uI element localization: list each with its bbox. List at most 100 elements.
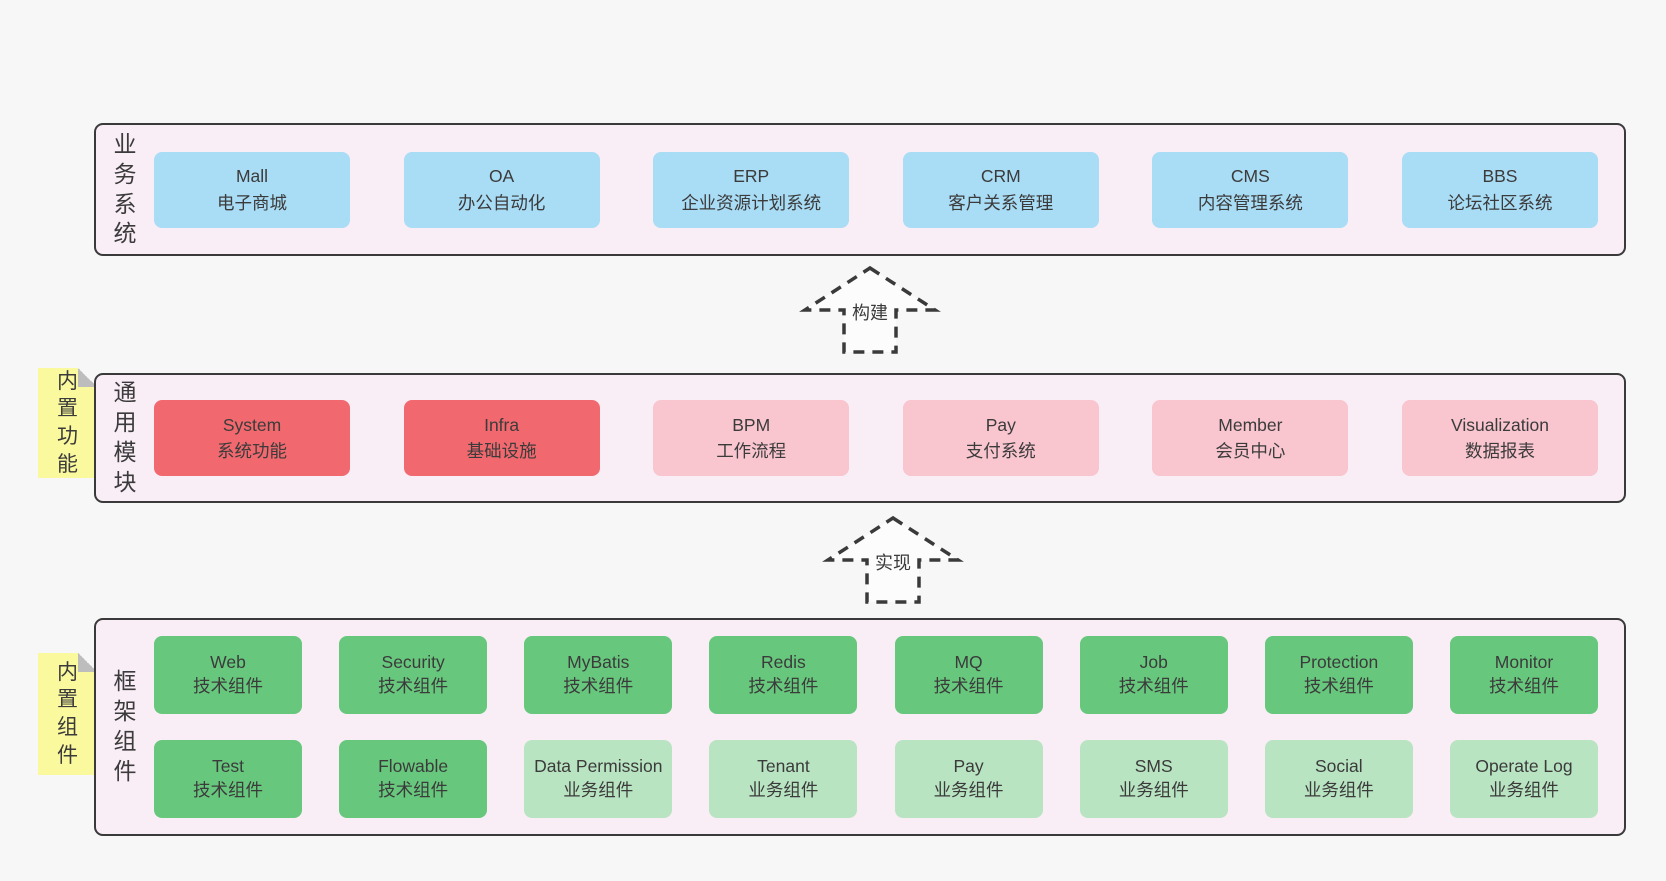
box-system: System 系统功能 — [154, 400, 350, 476]
box-oa: OA 办公自动化 — [403, 151, 600, 228]
box-mq: MQ 技术组件 — [894, 636, 1043, 714]
box-subtitle: 技术组件 — [748, 676, 819, 696]
box-subtitle: 技术组件 — [1118, 676, 1189, 696]
box-social: Social 业务组件 — [1264, 740, 1413, 818]
box-title: System — [222, 414, 282, 435]
box-pay: Pay 支付系统 — [902, 400, 1099, 476]
box-title: Test — [211, 756, 245, 777]
build-arrow: 构建 — [795, 264, 945, 356]
box-title: Mall — [235, 166, 269, 187]
box-subtitle: 技术组件 — [933, 676, 1004, 696]
box-title: Flowable — [378, 756, 449, 777]
box-mall: Mall 电子商城 — [154, 151, 350, 228]
folded-corner-icon — [78, 368, 97, 387]
box-subtitle: 工作流程 — [716, 441, 787, 461]
box-subtitle: 技术组件 — [378, 780, 449, 800]
box-subtitle: 内容管理系统 — [1197, 192, 1303, 213]
box-subtitle: 客户关系管理 — [948, 192, 1054, 213]
framework-components-boxes: Web 技术组件 Security 技术组件 MyBatis 技术组件 Redi… — [154, 620, 1624, 834]
box-title: Operate Log — [1475, 756, 1573, 777]
box-title: CMS — [1230, 166, 1270, 187]
box-subtitle: 技术组件 — [563, 676, 634, 696]
sticky-note-text: 内置功能 — [56, 369, 78, 476]
box-title: Social — [1315, 756, 1363, 777]
box-tenant: Tenant 业务组件 — [709, 740, 858, 818]
box-subtitle: 支付系统 — [965, 441, 1036, 461]
box-title: ERP — [733, 166, 770, 187]
box-title: CRM — [980, 166, 1021, 187]
box-redis: Redis 技术组件 — [709, 636, 858, 714]
business-systems-boxes: Mall 电子商城 OA 办公自动化 ERP 企业资源计划系统 CRM 客户关系… — [154, 125, 1624, 254]
box-visualization: Visualization 数据报表 — [1401, 400, 1598, 476]
band-label-text: 框架组件 — [113, 668, 137, 784]
box-title: Infra — [484, 414, 520, 435]
box-title: Visualization — [1451, 414, 1549, 435]
box-bpm: BPM 工作流程 — [653, 400, 850, 476]
box-infra: Infra 基础设施 — [403, 400, 600, 476]
box-title: OA — [488, 166, 515, 187]
framework-row-2: Test 技术组件 Flowable 技术组件 Data Permission … — [154, 740, 1598, 818]
box-title: Security — [381, 652, 445, 673]
box-title: Data Permission — [534, 756, 663, 777]
sticky-note-text: 内置组件 — [56, 660, 78, 767]
box-title: BBS — [1482, 166, 1518, 187]
box-title: MQ — [954, 652, 983, 673]
sticky-note-builtin-components: 内置组件 — [38, 653, 97, 775]
box-title: Monitor — [1494, 652, 1554, 673]
box-erp: ERP 企业资源计划系统 — [653, 151, 850, 228]
box-subtitle: 业务组件 — [748, 780, 819, 800]
box-subtitle: 论坛社区系统 — [1447, 192, 1553, 213]
box-subtitle: 技术组件 — [193, 780, 263, 800]
box-subtitle: 技术组件 — [1488, 676, 1559, 696]
band-business-systems: 业务系统 Mall 电子商城 OA 办公自动化 ERP 企业资源计划系统 CRM… — [94, 123, 1626, 256]
common-modules-boxes: System 系统功能 Infra 基础设施 BPM 工作流程 Pay 支付系统… — [154, 375, 1624, 501]
band-label-framework-components: 框架组件 — [96, 620, 154, 834]
box-title: Redis — [761, 652, 806, 673]
box-subtitle: 基础设施 — [466, 441, 537, 461]
box-operate-log: Operate Log 业务组件 — [1449, 740, 1598, 818]
box-mybatis: MyBatis 技术组件 — [524, 636, 673, 714]
arrow-label-bg — [848, 300, 892, 326]
box-test: Test 技术组件 — [154, 740, 302, 818]
box-title: Member — [1218, 414, 1283, 435]
box-sms: SMS 业务组件 — [1079, 740, 1228, 818]
box-subtitle: 办公自动化 — [457, 192, 546, 213]
folded-corner-icon — [78, 653, 97, 672]
box-monitor: Monitor 技术组件 — [1449, 636, 1598, 714]
box-member: Member 会员中心 — [1152, 400, 1349, 476]
up-arrow-icon: 实现 — [822, 515, 964, 604]
box-subtitle: 技术组件 — [378, 676, 449, 696]
box-pay-biz: Pay 业务组件 — [894, 740, 1043, 818]
box-subtitle: 技术组件 — [193, 676, 263, 696]
box-subtitle: 业务组件 — [1488, 780, 1559, 800]
box-protection: Protection 技术组件 — [1264, 636, 1413, 714]
band-label-common-modules: 通用模块 — [96, 375, 154, 501]
arrow-label-bg — [871, 550, 915, 576]
arrow-label: 实现 — [875, 553, 911, 573]
box-subtitle: 系统功能 — [217, 441, 287, 461]
implement-arrow: 实现 — [818, 514, 968, 606]
band-label-business-systems: 业务系统 — [96, 125, 154, 254]
box-data-permission: Data Permission 业务组件 — [524, 740, 673, 818]
box-subtitle: 电子商城 — [217, 192, 287, 213]
box-subtitle: 企业资源计划系统 — [681, 192, 822, 213]
box-bbs: BBS 论坛社区系统 — [1401, 151, 1598, 228]
box-title: Protection — [1299, 652, 1379, 673]
framework-row-1: Web 技术组件 Security 技术组件 MyBatis 技术组件 Redi… — [154, 636, 1598, 714]
box-title: Web — [210, 652, 246, 673]
box-subtitle: 业务组件 — [1303, 780, 1374, 800]
box-title: Pay — [985, 414, 1016, 435]
box-title: Job — [1139, 652, 1168, 673]
box-crm: CRM 客户关系管理 — [902, 151, 1099, 228]
box-title: BPM — [732, 414, 771, 435]
box-security: Security 技术组件 — [339, 636, 488, 714]
arrow-label: 构建 — [852, 303, 888, 323]
band-common-modules: 通用模块 System 系统功能 Infra 基础设施 BPM 工作流程 Pay… — [94, 373, 1626, 503]
box-title: Pay — [953, 756, 984, 777]
box-subtitle: 技术组件 — [1303, 676, 1374, 696]
band-label-text: 业务系统 — [113, 130, 137, 247]
box-title: MyBatis — [567, 652, 630, 673]
box-job: Job 技术组件 — [1079, 636, 1228, 714]
box-title: Tenant — [757, 756, 810, 777]
